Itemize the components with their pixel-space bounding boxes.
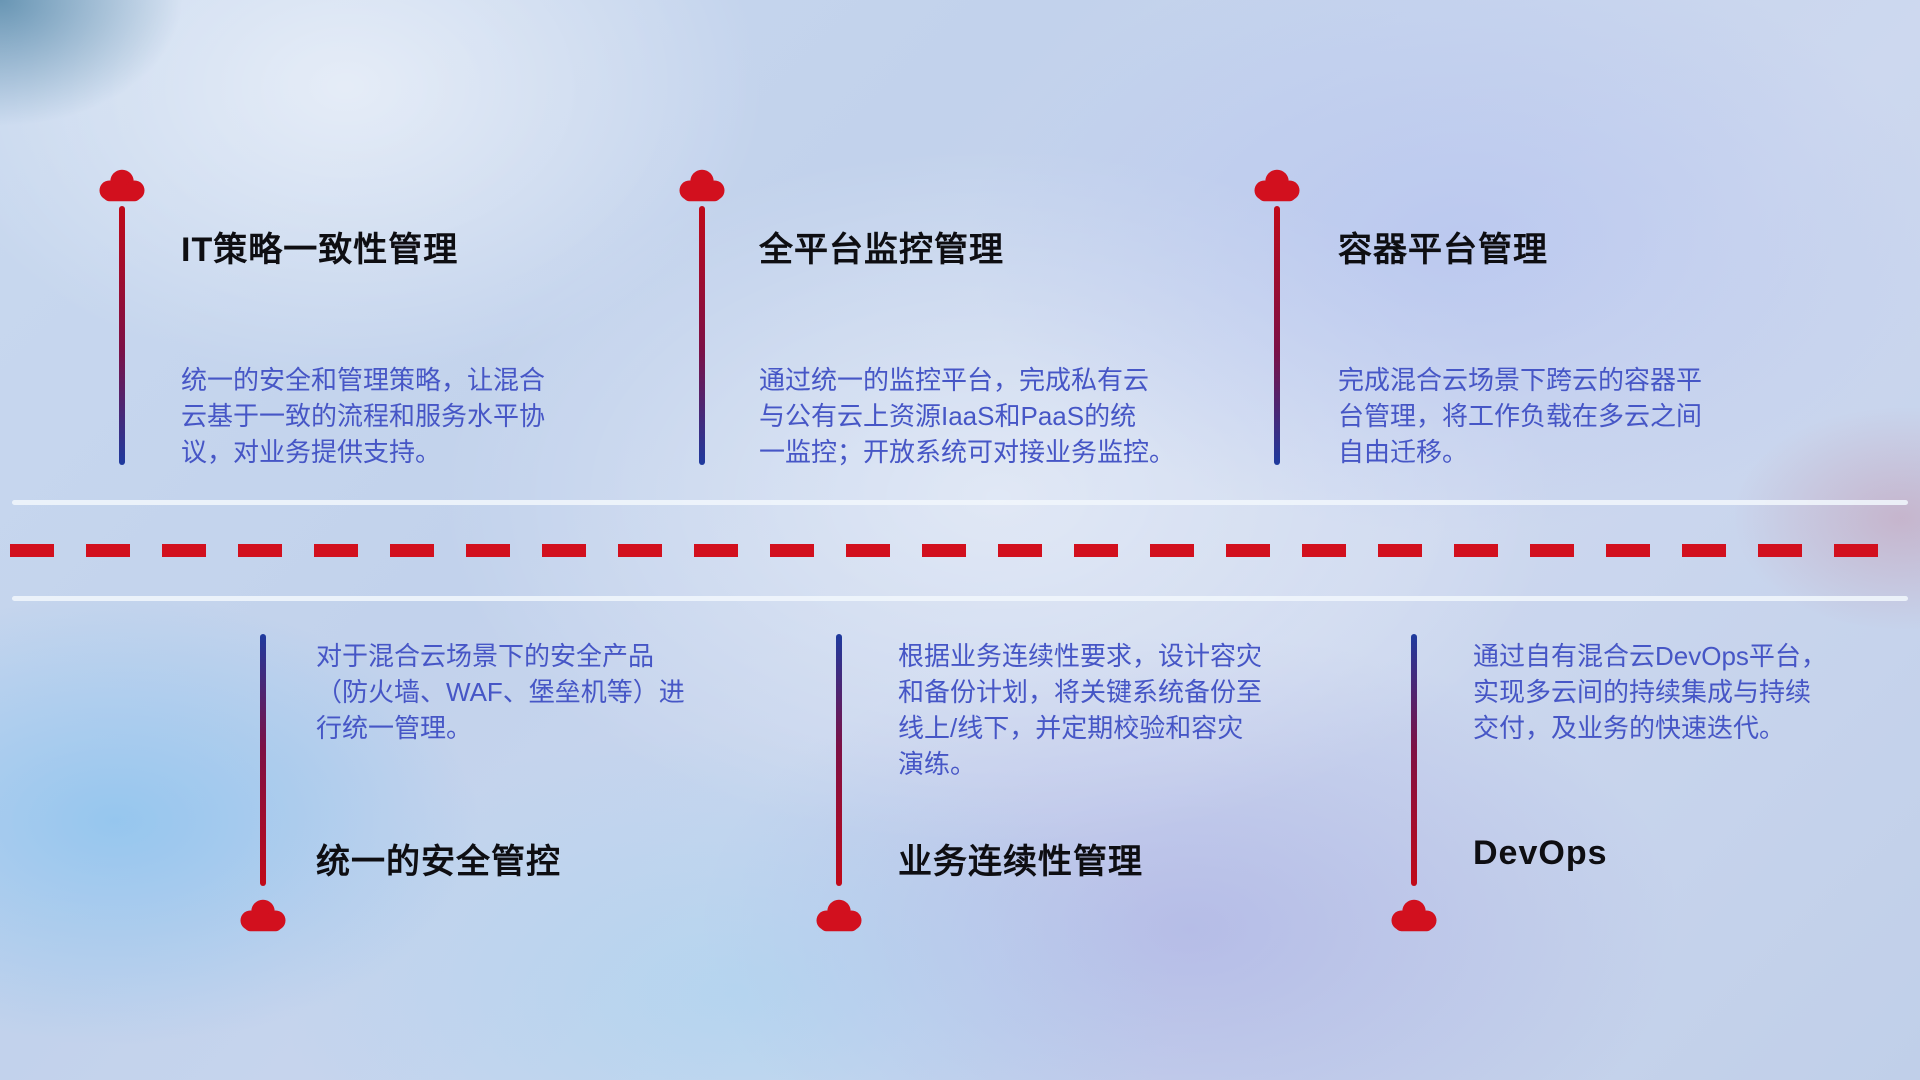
cloud-icon bbox=[679, 169, 725, 202]
divider-line-bottom bbox=[12, 596, 1908, 601]
timeline-stick bbox=[1411, 634, 1417, 886]
feature-desc-container: 完成混合云场景下跨云的容器平 台管理，将工作负载在多云之间 自由迁移。 bbox=[1338, 365, 1703, 467]
divider-dashed-line bbox=[10, 544, 1910, 557]
divider-line-top bbox=[12, 500, 1908, 505]
timeline-stick bbox=[1274, 206, 1280, 465]
feature-title-it-policy: IT策略一致性管理 bbox=[181, 231, 459, 269]
cloud-icon bbox=[816, 899, 862, 932]
feature-title-security: 统一的安全管控 bbox=[316, 843, 561, 881]
feature-desc-devops: 通过自有混合云DevOps平台， 实现多云间的持续集成与持续 交付，及业务的快速… bbox=[1473, 641, 1827, 743]
timeline-stick bbox=[260, 634, 266, 886]
cloud-icon bbox=[99, 169, 145, 202]
cloud-icon bbox=[1254, 169, 1300, 202]
feature-title-continuity: 业务连续性管理 bbox=[898, 843, 1143, 881]
feature-desc-it-policy: 统一的安全和管理策略，让混合 云基于一致的流程和服务水平协 议，对业务提供支持。 bbox=[181, 365, 546, 467]
timeline-stick bbox=[699, 206, 705, 465]
feature-title-container: 容器平台管理 bbox=[1338, 231, 1548, 269]
timeline-stick bbox=[836, 634, 842, 886]
feature-desc-monitoring: 通过统一的监控平台，完成私有云 与公有云上资源IaaS和PaaS的统 一监控；开… bbox=[759, 365, 1176, 467]
feature-title-monitoring: 全平台监控管理 bbox=[759, 231, 1004, 269]
cloud-icon bbox=[240, 899, 286, 932]
feature-title-devops: DevOps bbox=[1473, 834, 1608, 872]
cloud-icon bbox=[1391, 899, 1437, 932]
feature-desc-continuity: 根据业务连续性要求，设计容灾 和备份计划，将关键系统备份至 线上/线下，并定期校… bbox=[898, 641, 1263, 779]
timeline-stick bbox=[119, 206, 125, 465]
feature-desc-security: 对于混合云场景下的安全产品 （防火墙、WAF、堡垒机等）进 行统一管理。 bbox=[316, 641, 685, 743]
